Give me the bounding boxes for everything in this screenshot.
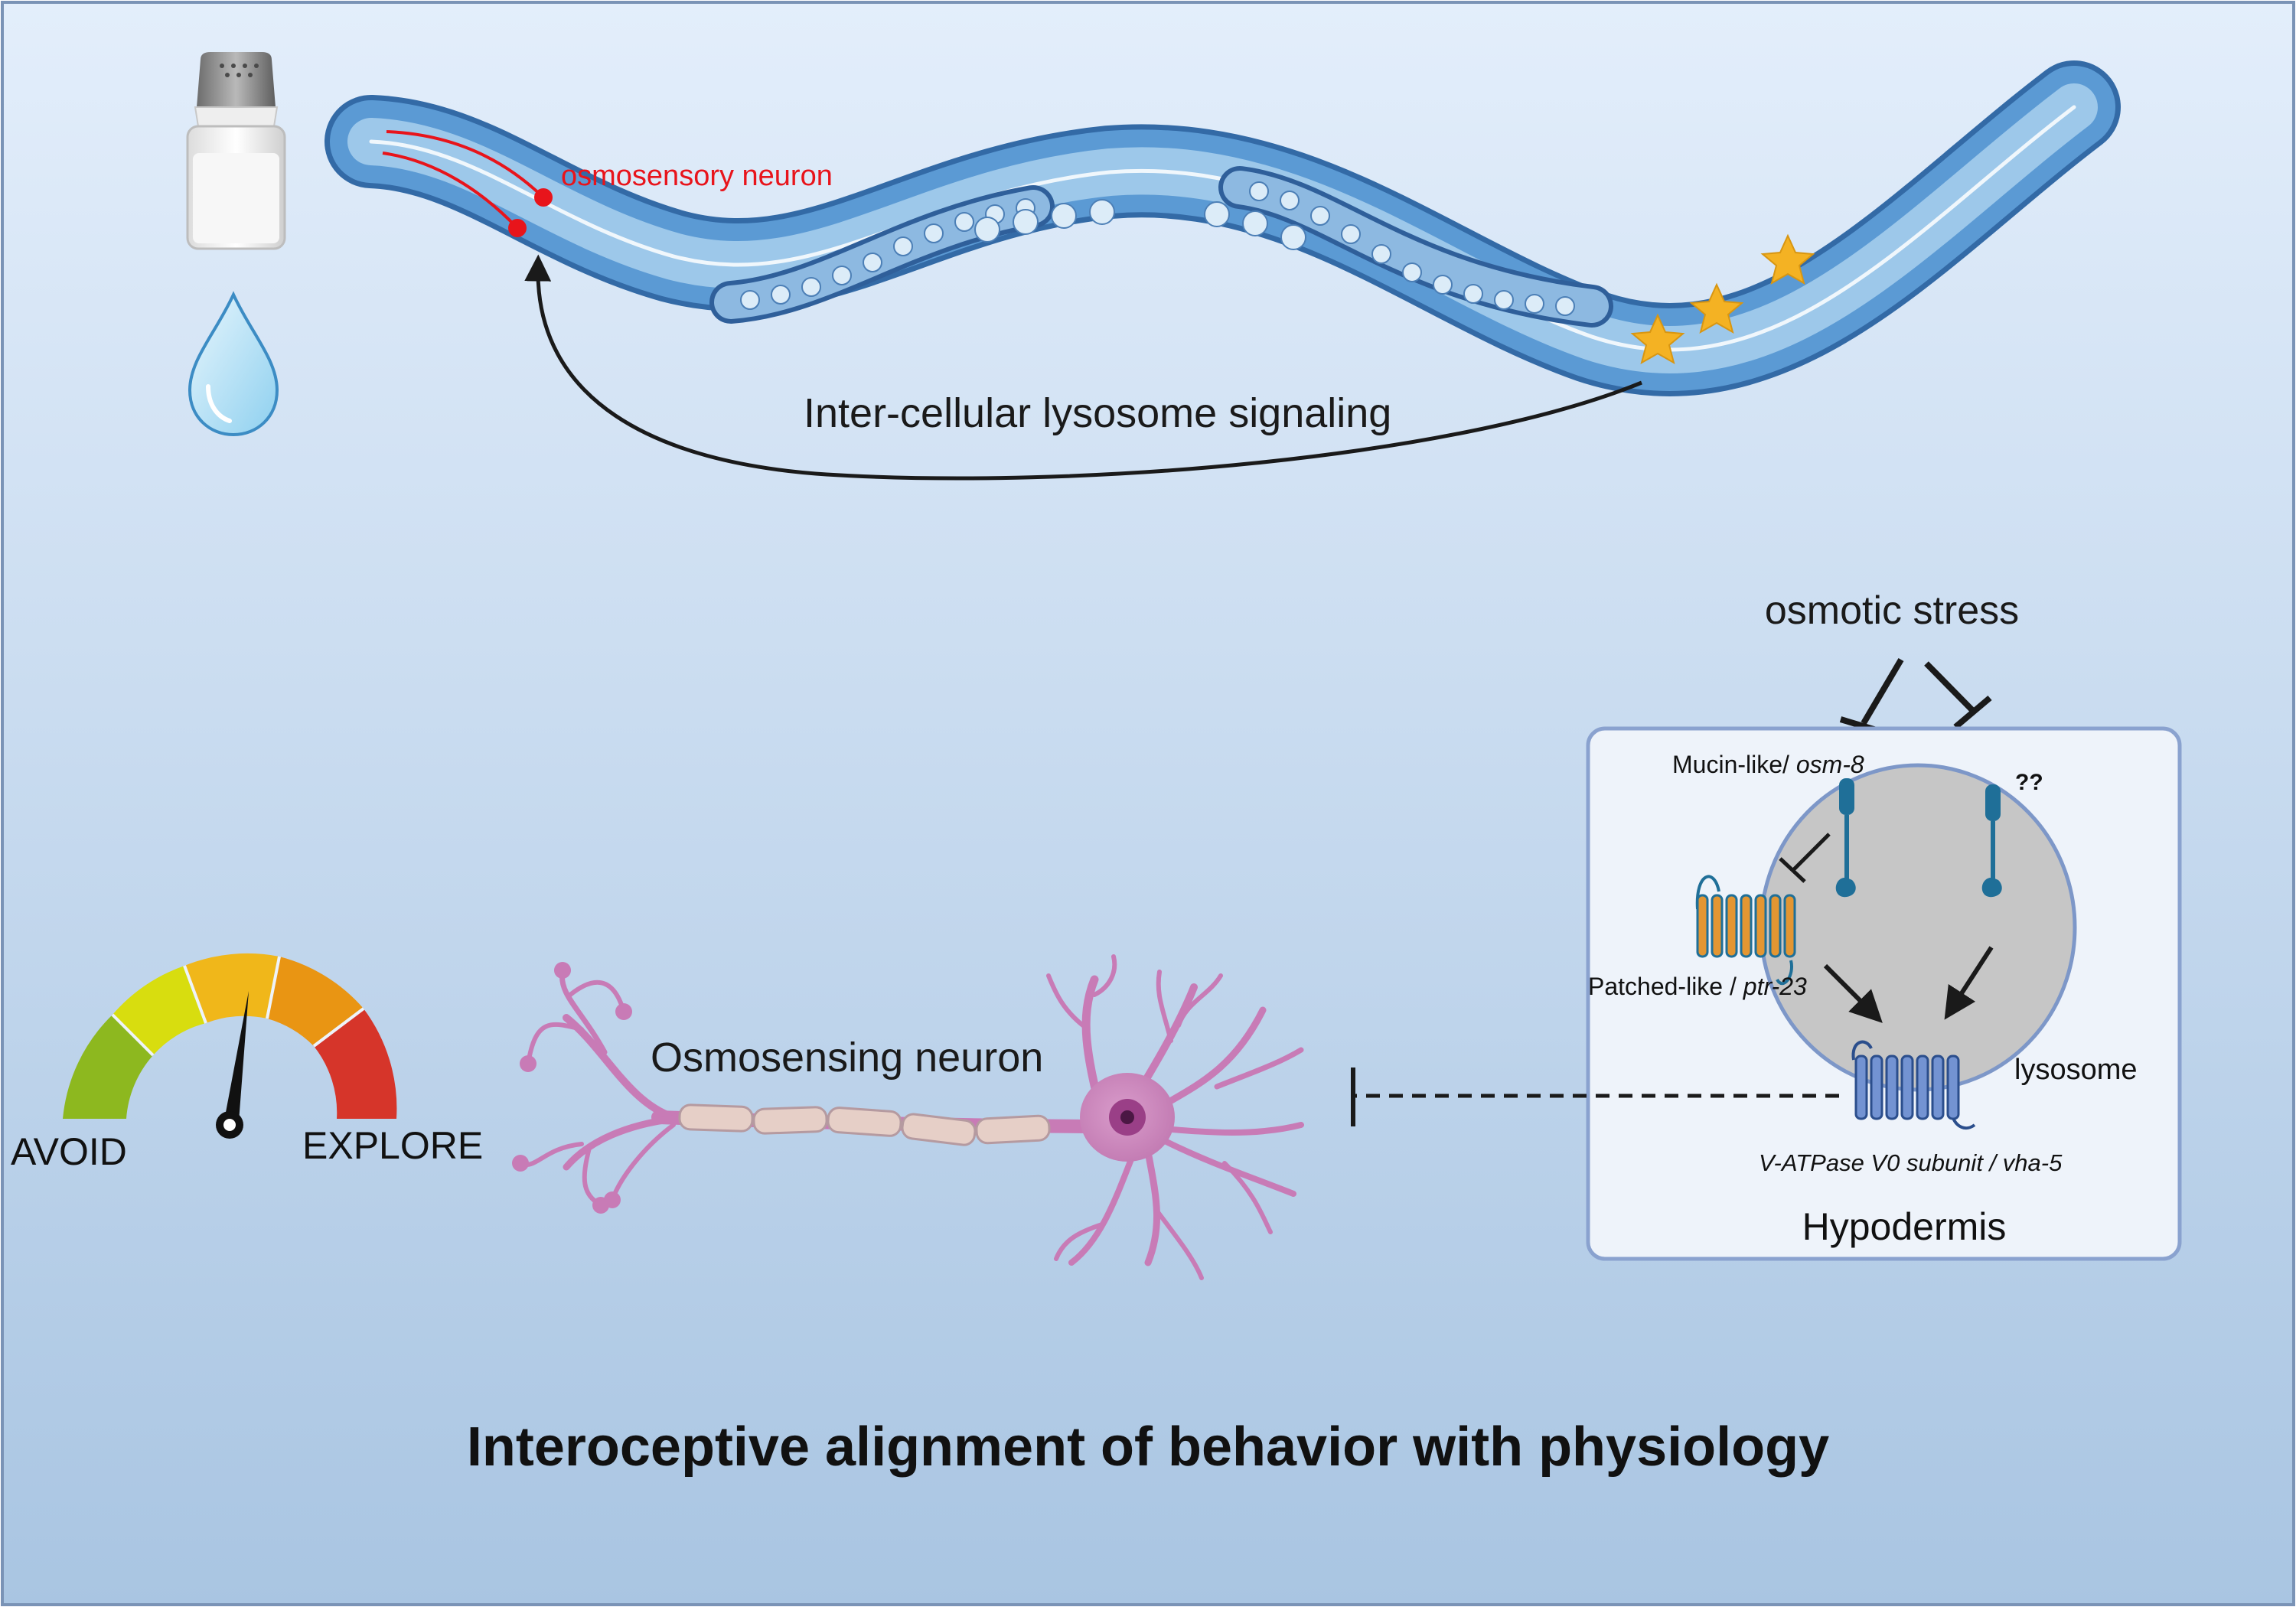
neuron-label: Osmosensing neuron [651, 1035, 1043, 1081]
star-icon [1689, 282, 1744, 334]
salt-shaker-icon [186, 52, 286, 250]
hypodermis-label: Hypodermis [1802, 1205, 2007, 1248]
avoid-label: AVOID [11, 1130, 127, 1173]
unknown-label: ?? [2015, 770, 2043, 795]
worm-body [325, 60, 2121, 396]
vatpase-label: V-ATPase V0 subunit / vha-5 [1759, 1149, 2063, 1176]
osmotic-stress-inhibition [1839, 657, 1992, 736]
patched-activates-vatpase-arrow [1823, 963, 1883, 1023]
star-icon-group [1630, 233, 1815, 365]
mucin-receptor-icon [1835, 778, 1856, 898]
osmotic-stress-label: osmotic stress [1765, 588, 2019, 633]
osmosensing-neuron-icon [512, 954, 1304, 1280]
figure-title: Interoceptive alignment of behavior with… [467, 1416, 1829, 1478]
patched-label: Patched-like / ptr-23 [1588, 973, 1807, 1000]
gauge-icon [63, 953, 397, 1139]
star-icon [1760, 233, 1815, 285]
unknown-receptor-icon [1981, 784, 2002, 898]
mucin-inhibits-patched [1779, 833, 1831, 883]
vatpase-icon [1851, 1040, 1976, 1130]
patched-receptor-icon [1695, 875, 1796, 986]
mucin-label: Mucin-like/ osm-8 [1672, 751, 1864, 778]
lysosome [1759, 763, 2077, 1092]
unknown-activates-vatpase-arrow [1944, 946, 1994, 1020]
osmosensory-neuron-cells [382, 130, 553, 237]
lysosome-label: lysosome [2014, 1054, 2138, 1086]
signaling-label: Inter-cellular lysosome signaling [804, 390, 1391, 436]
star-icon [1630, 313, 1685, 365]
osmosensory-neuron-label: osmosensory neuron [561, 160, 833, 192]
signaling-arrow [524, 254, 1642, 481]
explore-label: EXPLORE [302, 1124, 483, 1167]
water-drop-icon [188, 291, 279, 437]
gauge-needle [224, 991, 249, 1122]
